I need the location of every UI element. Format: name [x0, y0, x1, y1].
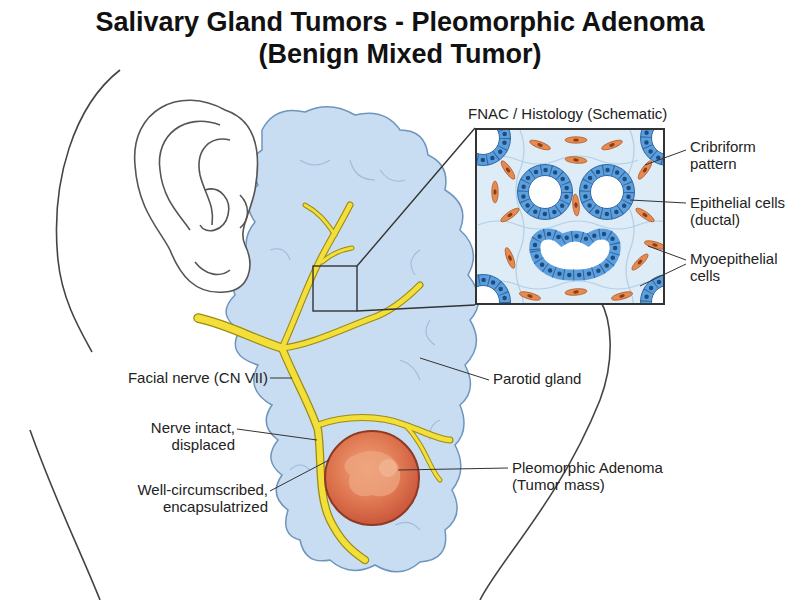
- jaw-contour: [480, 300, 610, 600]
- nerve-branch: [282, 205, 350, 348]
- lobule-line: [300, 160, 330, 165]
- duct-ring: [476, 129, 511, 166]
- lobule-line: [290, 465, 310, 470]
- nerve-trunk: [198, 318, 282, 348]
- duct-ring: [641, 129, 665, 166]
- lobule-line: [395, 522, 420, 530]
- ear-lobe: [195, 262, 230, 274]
- zoom-indicator: [313, 128, 475, 311]
- myoepithelial-cell: [492, 181, 498, 203]
- lobule-line: [270, 249, 290, 260]
- ear-tragus: [240, 195, 248, 228]
- callout-label: Myoepithelial cells: [690, 250, 790, 284]
- fiber: [626, 130, 634, 304]
- cell-borders: [535, 234, 615, 275]
- head-contour: [57, 70, 120, 352]
- myoepithelial-cell: [503, 247, 517, 270]
- myoepithelial-cell: [499, 206, 521, 224]
- ear-helix: [159, 121, 220, 230]
- lobule-line: [400, 360, 420, 380]
- callout-label: Nerve intact, displaced: [135, 419, 235, 453]
- myoepithelial-cell: [565, 288, 587, 296]
- duct-ring: [535, 234, 615, 275]
- myoepithelial-cell: [572, 194, 580, 216]
- leader-line: [640, 264, 686, 286]
- leader-line: [420, 358, 489, 380]
- zoom-square: [313, 266, 357, 311]
- zoom-line: [357, 305, 475, 311]
- inset-box: FNAC / Histology (Schematic): [475, 128, 665, 305]
- ear: [135, 100, 258, 292]
- myoepithelial-cell: [611, 290, 634, 302]
- myoepithelial-cell: [519, 290, 542, 302]
- cell-nuclei: [535, 234, 615, 275]
- lobule-line: [411, 250, 420, 275]
- tumor-mass: [325, 431, 419, 525]
- myoepithelial-cell: [529, 138, 552, 152]
- duct-ring: [580, 165, 635, 220]
- callout-label: Cribriform pattern: [690, 138, 775, 172]
- diagram-title: Salivary Gland Tumors - Pleomorphic Aden…: [75, 6, 725, 70]
- leader-lines: [237, 150, 686, 491]
- neck-contour: [30, 430, 100, 600]
- myoepithelial-cell: [499, 159, 517, 181]
- tumor-capsule: [325, 431, 419, 525]
- myoepithelial-cell: [565, 137, 587, 143]
- nerve-branch: [305, 205, 335, 235]
- leader-line: [648, 246, 686, 260]
- lobule-line: [380, 170, 405, 181]
- duct-ring: [641, 275, 665, 305]
- ear-outline: [135, 100, 258, 292]
- duct-wall: [535, 234, 615, 275]
- myoepithelial-cell: [565, 156, 587, 164]
- myoepithelial-cell: [644, 239, 664, 251]
- callout-label: Facial nerve (CN VII): [98, 369, 268, 386]
- nerve-branch: [282, 285, 420, 348]
- histology-schematic: [476, 129, 664, 304]
- nerve-branch: [305, 205, 335, 235]
- leader-line: [645, 150, 686, 165]
- nerve-trunk: [198, 318, 282, 348]
- leader-line: [630, 200, 686, 203]
- duct-ring: [476, 275, 511, 305]
- zoom-line: [357, 128, 475, 266]
- gland-lobules: [270, 160, 440, 530]
- callout-label: Epithelial cells (ductal): [690, 194, 795, 228]
- leader-line: [398, 468, 508, 470]
- stroma-fibers: [478, 130, 664, 304]
- leader-line: [237, 429, 317, 440]
- myoepithelial-cell: [601, 138, 624, 152]
- tumor-texture: [345, 451, 401, 496]
- inset-heading: FNAC / Histology (Schematic): [468, 105, 667, 123]
- leader-line: [270, 460, 329, 491]
- tumor-texture: [379, 459, 397, 477]
- ear-concha: [200, 189, 229, 231]
- leader-line: [270, 378, 292, 379]
- lobule-line: [426, 320, 435, 345]
- lobule-line: [350, 160, 375, 180]
- callout-label: Well-circumscribed, encapsulatrized: [128, 481, 268, 515]
- myoepithelial-cell: [630, 252, 650, 272]
- ear-antihelix: [199, 139, 230, 225]
- nerve-branch: [282, 205, 350, 348]
- callout-label: Pleomorphic Adenoma (Tumor mass): [512, 459, 682, 493]
- nerve-branch: [322, 248, 352, 262]
- fiber: [478, 221, 664, 229]
- fiber: [516, 130, 524, 304]
- callout-label: Parotid gland: [493, 370, 613, 387]
- duct-ring: [518, 165, 573, 220]
- myoepithelial-cell: [634, 206, 656, 224]
